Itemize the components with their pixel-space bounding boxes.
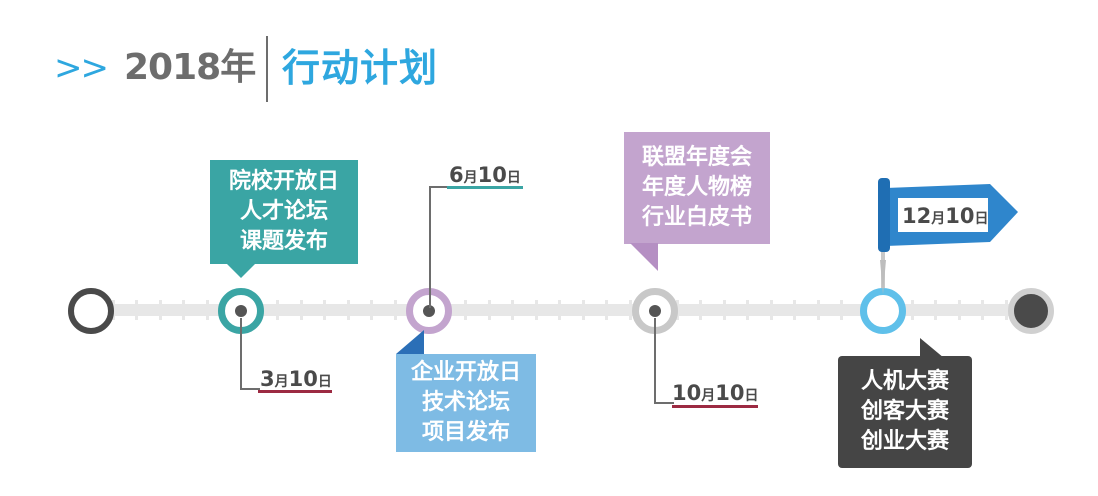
event-line: 人才论坛 [239,199,328,224]
event-line: 项目发布 [421,420,510,445]
event-box-oct: 联盟年度会 年度人物榜 行业白皮书 [624,132,770,244]
event-line: 技术论坛 [421,390,510,415]
connector-jun [429,186,431,308]
event-line: 人机大赛 [860,369,949,394]
timeline-tick [299,300,303,320]
timeline-tick [346,300,350,320]
timeline-start-node [68,288,114,334]
timeline-tick [816,300,820,320]
connector-mar-h [240,388,260,390]
timeline-tick [158,300,162,320]
event-line: 创业大赛 [860,429,949,454]
timeline-tick [182,300,185,320]
timeline-tick [205,300,209,320]
chevrons-icon: >> [54,48,109,88]
event-line: 年度人物榜 [641,175,752,200]
timeline-tick [558,300,561,320]
event-line: 院校开放日 [228,169,339,194]
date-label-oct: 10月10日 [672,381,759,405]
event-line: 行业白皮书 [641,205,752,230]
timeline-tick [581,300,585,320]
timeline-tick [746,300,749,320]
timeline-tick [605,300,608,320]
connector-jun-h [429,186,449,188]
page-title: 行动计划 [282,46,439,90]
timeline-tick [699,300,702,320]
timeline-tick [393,300,397,320]
timeline-tick [628,300,632,320]
date-label-dec: 12月10日 [902,204,989,228]
connector-oct-h [654,402,674,404]
timeline-tick [981,300,984,320]
event-line: 企业开放日 [410,360,521,385]
date-label-jun: 6月10日 [449,163,521,187]
timeline-end-node [1008,288,1054,334]
timeline-tick [464,300,467,320]
connector-oct [654,318,656,404]
event-box-jun-pointer [396,330,424,354]
timeline-tick [840,300,843,320]
flag-icon [878,178,1018,294]
timeline-tick [135,300,138,320]
timeline-tick [534,300,538,320]
date-underline-oct [672,405,758,408]
timeline-tick [1004,300,1008,320]
header-year: 2018年 [124,47,256,88]
timeline-tick [370,300,373,320]
event-line: 联盟年度会 [641,145,752,170]
event-box-mar-pointer [226,263,256,278]
timeline-tick [276,300,279,320]
event-box-dec: 人机大赛 创客大赛 创业大赛 [838,356,972,468]
event-line: 创客大赛 [860,399,949,424]
connector-mar [240,318,242,390]
event-box-mar: 院校开放日 人才论坛 课题发布 [210,160,358,264]
timeline-tick [511,300,514,320]
timeline-tick [487,300,491,320]
event-box-oct-pointer [630,243,658,271]
timeline-tick [934,300,937,320]
timeline-tick [957,300,961,320]
event-box-dec-pointer [920,338,944,358]
timeline-tick [910,300,914,320]
timeline-tick [793,300,796,320]
timeline-dot-mar [235,305,247,317]
header-separator [266,36,268,102]
timeline-dot-jun [423,305,435,317]
event-line: 课题发布 [239,229,328,254]
date-label-mar: 3月10日 [260,367,332,391]
timeline-tick [323,300,326,320]
date-underline-mar [258,390,332,393]
timeline-dot-oct [649,305,661,317]
timeline-tick [769,300,773,320]
date-underline-jun [447,186,523,189]
event-box-jun: 企业开放日 技术论坛 项目发布 [396,354,536,452]
timeline-tick [722,300,726,320]
